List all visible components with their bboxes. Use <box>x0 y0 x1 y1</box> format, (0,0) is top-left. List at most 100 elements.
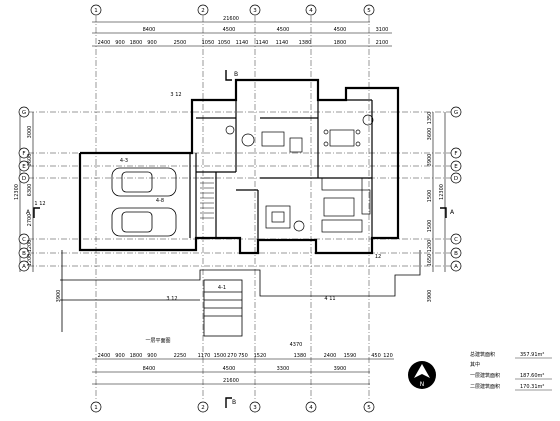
dim-left-extra: 3900 <box>56 290 62 303</box>
dim-top-detail: 2400 <box>98 40 111 46</box>
axis-col-1-bottom: 1 <box>94 405 98 411</box>
dim-left-detail: 6300 <box>27 184 33 197</box>
dim-top-detail: 1050 <box>202 40 215 46</box>
entry-steps <box>203 279 243 337</box>
dim-left-detail: 3000 <box>27 126 33 139</box>
room-label-driveway-top: 3 12 <box>170 92 181 98</box>
side-dimensions: 12300 3000 3600 6300 2700 1200 1200 3900… <box>14 112 445 303</box>
section-markers: B B A A <box>26 70 455 408</box>
bottom-note: 一层平面图 <box>145 338 170 344</box>
dim-bottom-main: 4500 <box>223 366 236 372</box>
dim-top-main: 4500 <box>334 27 347 33</box>
dim-bottom-main: 3300 <box>277 366 290 372</box>
axis-lines <box>28 16 452 400</box>
axis-row-e-right: E <box>454 164 458 170</box>
axis-col-5-bottom: 5 <box>367 405 371 411</box>
dim-left-detail: 1200 <box>27 254 33 267</box>
dim-bottom-detail: 2400 <box>324 353 337 359</box>
dim-right-detail: 1650 <box>427 254 433 267</box>
axis-col-3-bottom: 3 <box>253 405 257 411</box>
room-labels: 4-3 4-8 3 12 3 12 4 11 12 4-1 1 12 一层平面图 <box>34 92 381 344</box>
area-row-value: 170.31m² <box>520 384 544 390</box>
dim-top-detail: 1800 <box>130 40 143 46</box>
dim-bottom-detail: 2400 <box>98 353 111 359</box>
axis-row-c-right: C <box>454 237 458 243</box>
dim-bottom-detail: 1590 <box>344 353 357 359</box>
dim-bottom-total: 21600 <box>223 378 239 384</box>
dim-top-main: 3100 <box>376 27 389 33</box>
north-arrow-icon: N <box>408 361 436 389</box>
dim-left-detail: 1200 <box>27 240 33 253</box>
room-label-garage: 4-8 <box>156 198 164 204</box>
axis-row-f-left: F <box>22 151 25 157</box>
dim-top-detail: 2500 <box>174 40 187 46</box>
dim-bottom-extra: 4370 <box>290 342 303 348</box>
dim-bottom-detail: 1500 <box>214 353 227 359</box>
dim-bottom-detail: 900 <box>147 353 157 359</box>
axis-row-c-left: C <box>22 237 26 243</box>
top-dimension-lines <box>19 21 446 385</box>
dim-bottom-detail: 450 <box>371 353 381 359</box>
area-row-label: 一层建筑面积 <box>470 372 500 379</box>
dim-bottom-detail: 2250 <box>174 353 187 359</box>
axis-col-5-top: 5 <box>367 8 371 14</box>
area-row-label: 二层建筑面积 <box>470 383 500 390</box>
dim-bottom-detail: 270 <box>227 353 237 359</box>
dim-right-extra: 3900 <box>427 290 433 303</box>
axis-col-4-bottom: 4 <box>309 405 313 411</box>
dim-right-detail: 1500 <box>427 190 433 203</box>
dim-bottom-detail: 120 <box>383 353 393 359</box>
section-mark-right: A <box>450 209 455 216</box>
dim-top-detail: 1800 <box>334 40 347 46</box>
area-row-label: 其中 <box>470 361 480 368</box>
section-mark-top: B <box>234 71 238 78</box>
dim-left-total: 12300 <box>14 184 20 200</box>
dim-bottom-detail: 1380 <box>294 353 307 359</box>
dim-right-total: 12300 <box>439 184 445 200</box>
dim-bottom-detail: 750 <box>238 353 248 359</box>
area-row-label: 总建筑面积 <box>470 351 495 358</box>
axis-row-b-right: B <box>454 251 458 257</box>
axis-labels: 1 2 3 4 5 1 2 3 4 5 G F E D C B A G F E … <box>22 8 458 411</box>
axis-row-e-left: E <box>22 164 26 170</box>
axis-row-a-right: A <box>454 264 458 270</box>
dim-bottom-detail: 1520 <box>254 353 267 359</box>
dim-bottom-detail: 1170 <box>198 353 211 359</box>
dim-right-detail: 1200 <box>427 240 433 253</box>
axis-col-4-top: 4 <box>309 8 313 14</box>
room-label-garden-right: 4 11 <box>324 296 335 302</box>
axis-row-g-right: G <box>454 110 458 116</box>
dim-left-detail: 2700 <box>27 214 33 227</box>
axis-row-g-left: G <box>22 110 26 116</box>
left-room-label: 1 12 <box>34 201 45 207</box>
dim-right-detail: 3600 <box>427 128 433 141</box>
axis-row-b-left: B <box>22 251 26 257</box>
dim-top-detail: 900 <box>115 40 125 46</box>
dim-top-main: 4500 <box>277 27 290 33</box>
section-mark-bottom: B <box>232 399 236 406</box>
axis-row-d-right: D <box>454 176 458 182</box>
section-mark-left: A <box>26 209 31 216</box>
dim-left-detail: 3600 <box>27 154 33 167</box>
area-row-value: 187.60m² <box>520 373 544 379</box>
top-dimensions: 21600 8400 4500 4500 4500 3100 2400 900 … <box>98 16 389 46</box>
axis-row-a-left: A <box>22 264 26 270</box>
dim-top-detail: 1140 <box>256 40 269 46</box>
axis-bubbles <box>18 4 462 413</box>
area-row-value: 357.91m² <box>520 352 544 358</box>
dim-right-detail: 1500 <box>427 220 433 233</box>
furniture <box>225 114 374 233</box>
exterior-walls <box>78 78 400 255</box>
garage-cars <box>111 167 177 237</box>
stairs <box>200 177 214 219</box>
north-label: N <box>420 381 425 388</box>
dim-bottom-detail: 1800 <box>130 353 143 359</box>
room-label-entry: 4-1 <box>218 285 226 291</box>
axis-row-f-right: F <box>454 151 457 157</box>
dim-top-detail: 1140 <box>236 40 249 46</box>
axis-col-3-top: 3 <box>253 8 257 14</box>
dim-bottom-main: 3900 <box>334 366 347 372</box>
dim-bottom-main: 8400 <box>143 366 156 372</box>
dim-top-detail: 2100 <box>376 40 389 46</box>
